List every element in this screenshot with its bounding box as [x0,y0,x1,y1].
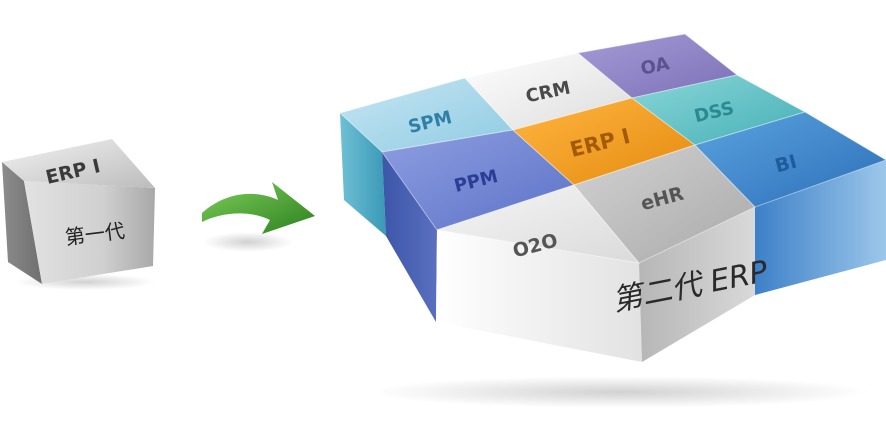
arrow-shape [202,182,315,234]
big-block-left-side-top [340,113,386,236]
small-cube-left-face [2,162,42,284]
curved-right-arrow-icon [202,182,315,252]
big-block-front-middle [639,207,755,362]
tile-bi [694,111,886,208]
big-block-front-right [755,160,886,295]
big-block: SPM CRM OA PPM ERP I DSS O2O eHR BI 第二代 … [339,33,886,408]
small-cube: ERP I 第一代 [2,139,155,290]
big-block-front-left [436,230,642,362]
big-block-shadow [370,376,870,408]
small-cube-front-face [24,181,155,284]
big-block-left-side-bottom [382,152,437,322]
small-cube-top-face [2,139,155,188]
